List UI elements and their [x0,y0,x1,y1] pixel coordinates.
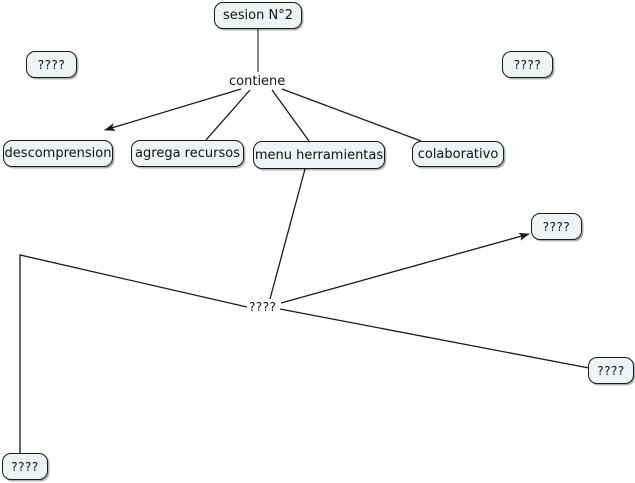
label-contiene: contiene [229,74,286,89]
edge-center-bottom-left [19,254,248,453]
node-unknown-bottom-left[interactable]: ???? [2,453,48,480]
node-unknown-right-top[interactable]: ???? [502,51,553,78]
node-menu-herramientas[interactable]: menu herramientas [253,141,385,169]
edge-menu-herramientas-center [269,168,306,300]
edge-contiene-menu-herramientas [271,89,310,142]
label-unknown-center: ???? [249,300,277,314]
edge-contiene-colaborativo [281,88,422,142]
edge-contiene-agrega-recursos [205,89,251,141]
edge-center-mid-right [280,232,530,304]
node-sesion[interactable]: sesion N°2 [214,2,302,29]
node-unknown-bottom-right[interactable]: ???? [588,357,634,384]
node-unknown-left-top[interactable]: ???? [26,51,77,78]
edge-contiene-descomprension [104,88,242,131]
node-colaborativo[interactable]: colaborativo [412,141,504,167]
edge-center-bottom-right [279,308,590,369]
node-agrega-recursos[interactable]: agrega recursos [131,140,244,167]
node-unknown-mid-right[interactable]: ???? [531,213,582,240]
node-descomprension[interactable]: descomprension [3,140,113,167]
